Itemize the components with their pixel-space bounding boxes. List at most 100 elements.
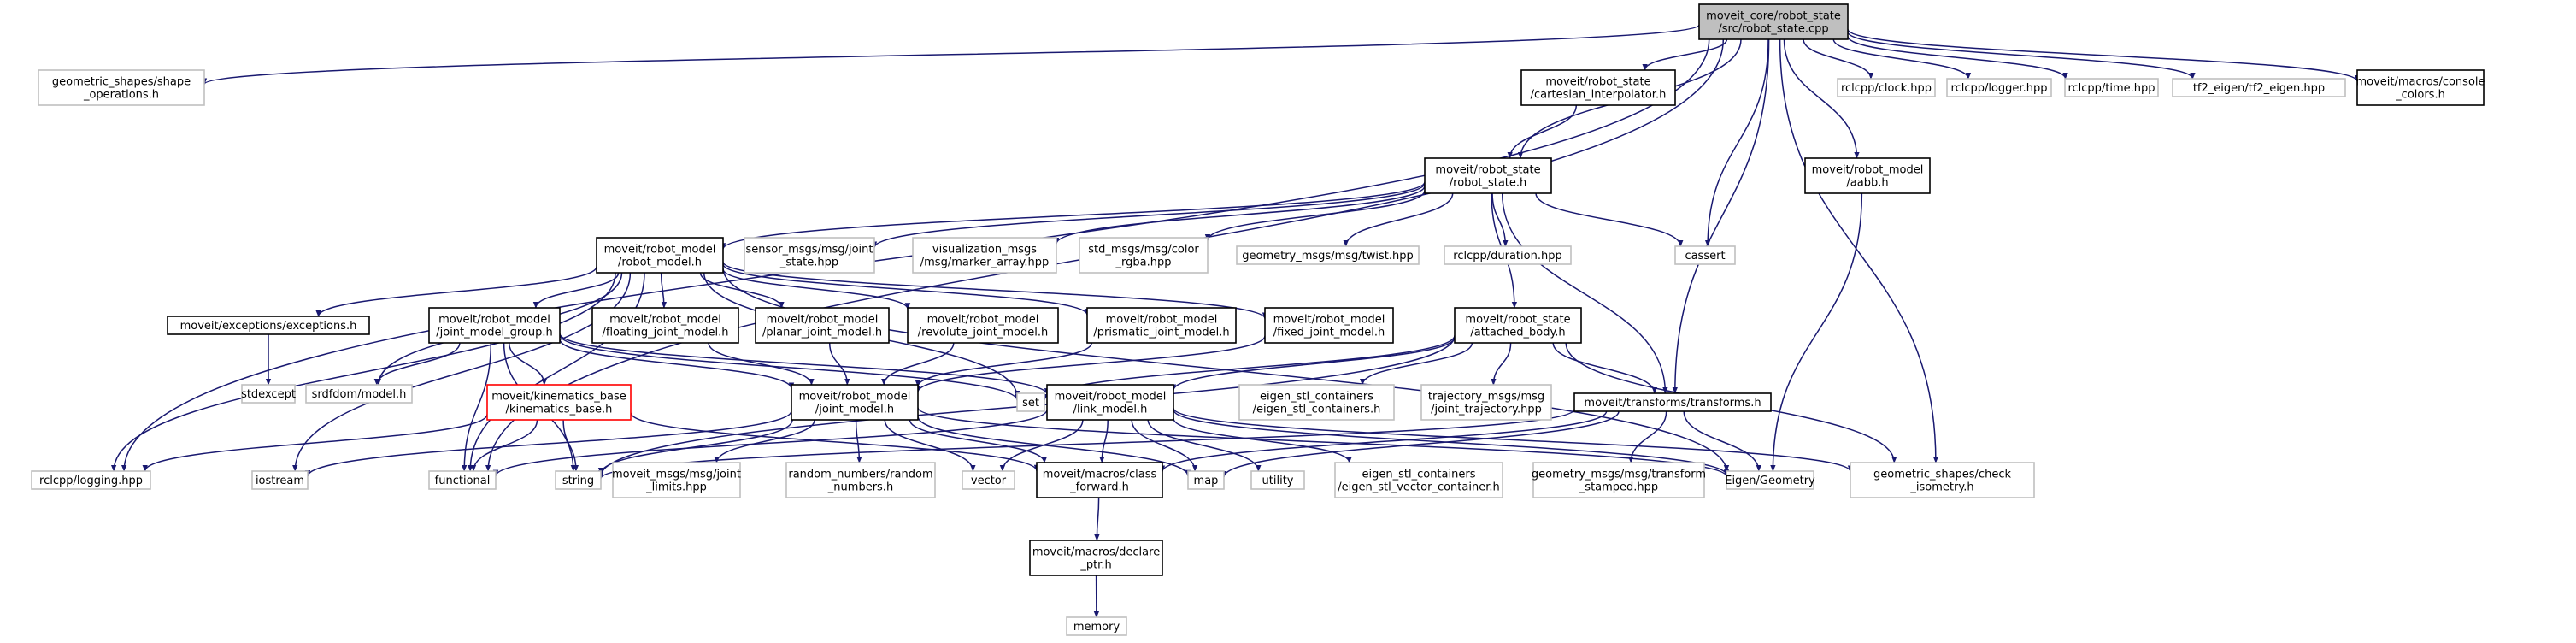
node-robot_state_h-box [1424,157,1552,194]
edge-jmg-to-kin_base [508,342,547,386]
edge-aabb-to-eigen_geometry [1770,192,1863,472]
node-stdexcept: stdexcept [241,384,296,404]
edge-robot_model_h-to-revolute [722,268,911,310]
node-console_colors[interactable]: moveit/macros/console_colors.h [2355,69,2485,106]
node-declare_ptr-label-line-1: _ptr.h [1079,559,1111,572]
node-joint_model-label-line-0: moveit/robot_model [799,391,911,404]
node-functional-box [428,470,497,490]
node-geom_twist-box [1236,245,1420,265]
node-std_color-label-line-0: std_msgs/msg/color [1088,244,1199,257]
node-eigen_geometry-box [1726,470,1814,490]
node-aabb[interactable]: moveit/robot_model/aabb.h [1804,157,1931,194]
node-rclcpp_logging-box [31,470,151,490]
node-random_numbers-label-line-0: random_numbers/random [788,469,932,481]
node-vis_marker-label-line-0: visualization_msgs [932,244,1037,257]
node-class_forward-label-line-1: _forward.h [1069,481,1129,494]
node-planar[interactable]: moveit/robot_model/planar_joint_model.h [755,307,890,344]
edge-root-to-tf2_eigen [1847,31,2196,80]
edge-link_model-to-eigen_vec [1173,417,1352,463]
edge-robot_state_h-to-robot_model_h [720,181,1426,251]
node-console_colors-box [2356,69,2485,106]
node-prismatic[interactable]: moveit/robot_model/prismatic_joint_model… [1086,307,1237,344]
edge-robot_state_h-to-rclcpp_duration [1491,192,1509,247]
node-std_color: std_msgs/msg/color_rgba.hpp [1079,237,1209,274]
edge-jmg-to-set [559,334,1020,401]
node-exceptions[interactable]: moveit/exceptions/exceptions.h [167,316,370,335]
node-iostream: iostream [251,470,309,490]
edge-root-to-rclcpp_clock [1803,38,1874,80]
edge-attached-to-eigen_stl [1359,342,1473,386]
node-check_isometry: geometric_shapes/check_isometry.h [1850,462,2035,498]
node-aabb-box [1804,157,1931,194]
node-eigen_stl-label-line-0: eigen_stl_containers [1260,391,1373,404]
node-link_model-box [1046,384,1174,421]
edge-kin_base-to-class_forward [630,412,1040,472]
node-sensor_joint: sensor_msgs/msg/joint_state.hpp [744,237,875,274]
node-geom_shape_ops-label-line-0: geometric_shapes/shape [52,76,191,89]
node-traj_msgs-label-line-1: /joint_trajectory.hpp [1431,404,1542,416]
edge-joint_model-to-map [917,416,1191,477]
node-jmg-box [428,307,561,344]
node-exceptions-label-line-0: moveit/exceptions/exceptions.h [180,320,357,333]
node-robot_state_h[interactable]: moveit/robot_state/robot_state.h [1424,157,1552,194]
node-rclcpp_logger-label-line-0: rclcpp/logger.hpp [1951,82,2048,95]
node-rclcpp_duration: rclcpp/duration.hpp [1444,245,1572,265]
node-class_forward[interactable]: moveit/macros/class_forward.h [1036,462,1163,498]
node-planar-box [755,307,890,344]
node-aabb-label-line-0: moveit/robot_model [1812,164,1924,177]
node-cart_interp[interactable]: moveit/robot_state/cartesian_interpolato… [1520,69,1676,106]
node-check_isometry-label-line-0: geometric_shapes/check [1873,469,2011,481]
node-rclcpp_clock: rclcpp/clock.hpp [1837,78,1936,97]
edge-fixed-to-joint_model [915,335,1266,393]
node-cassert-label-line-0: cassert [1685,250,1725,263]
node-transforms-label-line-0: moveit/transforms/transforms.h [1584,397,1761,410]
node-geom_transform-label-line-0: geometry_msgs/msg/transform [1532,469,1706,481]
edge-root-to-geom_shape_ops [202,24,1700,86]
node-sensor_joint-box [744,237,875,274]
node-fixed[interactable]: moveit/robot_model/fixed_joint_model.h [1264,307,1394,344]
node-joint_limits-label-line-1: _limits.hpp [645,481,707,494]
node-rclcpp_duration-box [1444,245,1572,265]
node-planar-label-line-0: moveit/robot_model [767,314,879,327]
node-random_numbers-label-line-1: _numbers.h [827,481,893,494]
node-declare_ptr[interactable]: moveit/macros/declare_ptr.h [1029,540,1163,576]
node-exceptions-box [167,316,370,335]
node-traj_msgs-box [1420,384,1552,421]
node-robot_model_h-label-line-0: moveit/robot_model [604,244,716,257]
node-joint_model[interactable]: moveit/robot_model/joint_model.h [791,384,919,421]
node-jmg[interactable]: moveit/robot_model/joint_model_group.h [428,307,561,344]
node-declare_ptr-label-line-0: moveit/macros/declare [1032,546,1160,559]
node-kin_base[interactable]: moveit/kinematics_base/kinematics_base.h [486,384,632,421]
node-prismatic-box [1086,307,1237,344]
node-string-label-line-0: string [562,475,594,487]
node-floating[interactable]: moveit/robot_model/floating_joint_model.… [591,307,739,344]
node-geom_shape_ops-label-line-1: _operations.h [83,89,159,102]
node-attached-label-line-1: /attached_body.h [1470,327,1565,339]
node-set: set [1016,392,1045,412]
node-check_isometry-box [1850,462,2035,498]
node-cart_interp-label-line-1: /cartesian_interpolator.h [1531,89,1667,102]
edge-robot_state_h-to-transforms [1501,192,1668,394]
node-root[interactable]: moveit_core/robot_state/src/robot_state.… [1698,3,1849,40]
node-robot_model_h[interactable]: moveit/robot_model/robot_model.h [596,237,724,274]
node-rclcpp_time: rclcpp/time.hpp [2064,78,2159,97]
node-link_model[interactable]: moveit/robot_model/link_model.h [1046,384,1174,421]
node-vis_marker: visualization_msgs/msg/marker_array.hpp [912,237,1057,274]
node-attached[interactable]: moveit/robot_state/attached_body.h [1454,307,1582,344]
edge-joint_model-to-string [597,419,793,475]
node-revolute[interactable]: moveit/robot_model/revolute_joint_model.… [907,307,1059,344]
node-planar-label-line-1: /planar_joint_model.h [762,327,882,339]
edge-floating-to-joint_model [708,342,815,386]
edge-attached-to-transforms [1552,342,1658,394]
node-tf2_eigen-label-line-0: tf2_eigen/tf2_eigen.hpp [2193,82,2325,95]
node-rclcpp_clock-box [1837,78,1936,97]
edge-link_model-to-class_forward [1099,419,1109,463]
node-srdfdom-box [305,384,413,404]
node-prismatic-label-line-1: /prismatic_joint_model.h [1093,327,1229,339]
node-floating-box [591,307,739,344]
edge-root-to-cart_interp [1642,38,1728,71]
node-transforms[interactable]: moveit/transforms/transforms.h [1573,392,1772,412]
edge-robot_state_h-to-geom_twist [1343,192,1454,247]
node-cart_interp-label-line-0: moveit/robot_state [1545,76,1650,89]
node-memory-box [1066,616,1127,636]
